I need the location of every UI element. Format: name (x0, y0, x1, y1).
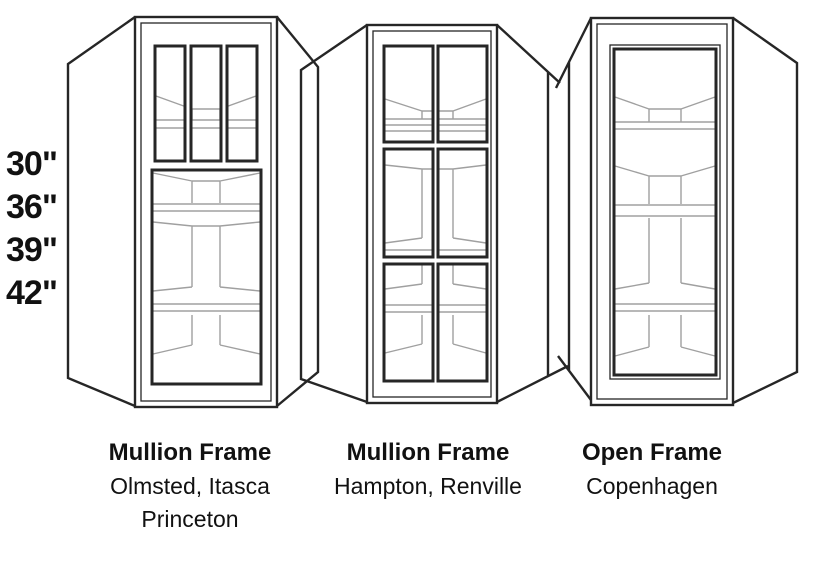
cabinet-3-open-frame-door (609, 44, 721, 380)
frame-type-label: Mullion Frame (346, 439, 510, 466)
caption-cabinet-2: Mullion Frame Hampton, Renville (308, 436, 548, 503)
cabinet-3-drawing (554, 16, 799, 407)
cabinet-1-mullion-door (150, 44, 263, 386)
cabinet-2-face-frame-inner (372, 30, 492, 398)
cabinet-line-drawings (66, 15, 799, 409)
cabinet-2-frame (299, 23, 569, 405)
cabinet-1-left-side-panel (66, 16, 136, 408)
cabinet-1-right-side-panel (276, 16, 320, 407)
height-option: 36" (6, 188, 58, 226)
cabinet-3-face-frame-inner (596, 23, 728, 400)
cabinet-3-face-frame (589, 16, 735, 407)
door-style-label: Princeton (141, 506, 239, 532)
cabinet-2-left-side-panel (299, 24, 368, 404)
cabinet-1-frame (66, 15, 320, 409)
cabinet-1-drawing (66, 15, 320, 409)
caption-cabinet-3: Open Frame Copenhagen (532, 436, 772, 503)
cabinet-1-interior-shelves (152, 95, 261, 355)
door-style-label: Copenhagen (586, 473, 718, 499)
cabinet-3-right-side-panel (732, 17, 799, 405)
cabinet-3-interior-shelves (614, 96, 716, 357)
door-style-label: Hampton, Renville (334, 473, 522, 499)
frame-type-label: Mullion Frame (108, 439, 272, 466)
height-option: 30" (6, 145, 58, 183)
door-style-label: Olmsted, Itasca (110, 473, 270, 499)
height-options-list: 30" 36" 39" 42" (6, 143, 58, 315)
height-option: 42" (6, 274, 58, 312)
height-option: 39" (6, 231, 58, 269)
cabinet-2-right-side-panel (496, 24, 569, 404)
cabinet-3-frame (554, 16, 799, 407)
cabinet-1-face-frame-inner (140, 22, 272, 402)
frame-type-label: Open Frame (581, 439, 723, 466)
cabinet-2-face-frame (365, 23, 499, 405)
cabinet-2-mullion-door (382, 44, 489, 383)
cabinet-2-drawing (299, 23, 569, 405)
cabinet-2-interior-shelves (384, 98, 487, 354)
cabinet-3-left-side-panel (554, 17, 593, 401)
caption-cabinet-1: Mullion Frame Olmsted, Itasca Princeton (70, 436, 310, 536)
cabinet-1-face-frame (133, 15, 279, 409)
